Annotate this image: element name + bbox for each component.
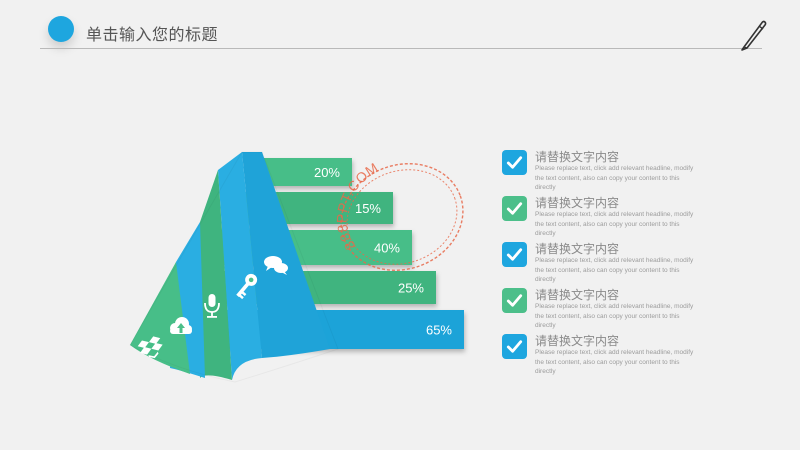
bar-label-group: 20% 15% 40% 25% 65%: [314, 165, 452, 338]
item-description: Please replace text, click add relevant …: [535, 303, 694, 329]
page-title[interactable]: 单击输入您的标题: [86, 25, 219, 44]
pen-icon: [741, 20, 767, 51]
microphone-icon: [204, 294, 220, 318]
item-title[interactable]: 请替换文字内容: [535, 288, 620, 302]
item-description: Please replace text, click add relevant …: [535, 165, 694, 191]
check-icon: [506, 294, 523, 307]
watermark-stamp: 888PPT.COM: [334, 159, 464, 271]
bar-value-label: 40%: [374, 241, 400, 256]
bar-value-label: 25%: [398, 281, 424, 296]
check-icon: [506, 248, 523, 261]
item-description: Please replace text, click add relevant …: [535, 257, 694, 283]
bar-value-label: 20%: [314, 165, 340, 180]
item-title[interactable]: 请替换文字内容: [535, 334, 620, 348]
checkbox-icon[interactable]: [502, 334, 527, 359]
cone-group: [129, 151, 339, 383]
bar-1: [248, 158, 352, 186]
cone-stripe-3: [200, 170, 232, 380]
bar-value-label: 15%: [355, 201, 381, 216]
bar-value-label: 65%: [426, 323, 452, 338]
item-title[interactable]: 请替换文字内容: [535, 242, 620, 256]
item-description: Please replace text, click add relevant …: [535, 211, 694, 237]
header-divider: [40, 48, 762, 49]
check-icon: [506, 340, 523, 353]
checkbox-icon[interactable]: [502, 150, 527, 175]
cone-stripe-1: [242, 152, 330, 358]
item-title[interactable]: 请替换文字内容: [535, 150, 620, 164]
checkbox-icon[interactable]: [502, 242, 527, 267]
watermark-text: 888PPT.COM: [334, 159, 381, 253]
checkbox-icon[interactable]: [502, 288, 527, 313]
dropbox-icon: [137, 336, 163, 359]
item-title[interactable]: 请替换文字内容: [535, 196, 620, 210]
item-description: Please replace text, click add relevant …: [535, 349, 694, 375]
key-icon: [236, 273, 258, 300]
check-icon: [506, 156, 523, 169]
chat-bubbles-icon: [264, 256, 288, 275]
check-icon: [506, 202, 523, 215]
cloud-upload-icon: [170, 317, 192, 334]
checkbox-icon[interactable]: [502, 196, 527, 221]
cone-stripe-2: [218, 152, 262, 380]
header-circle: [48, 16, 74, 42]
